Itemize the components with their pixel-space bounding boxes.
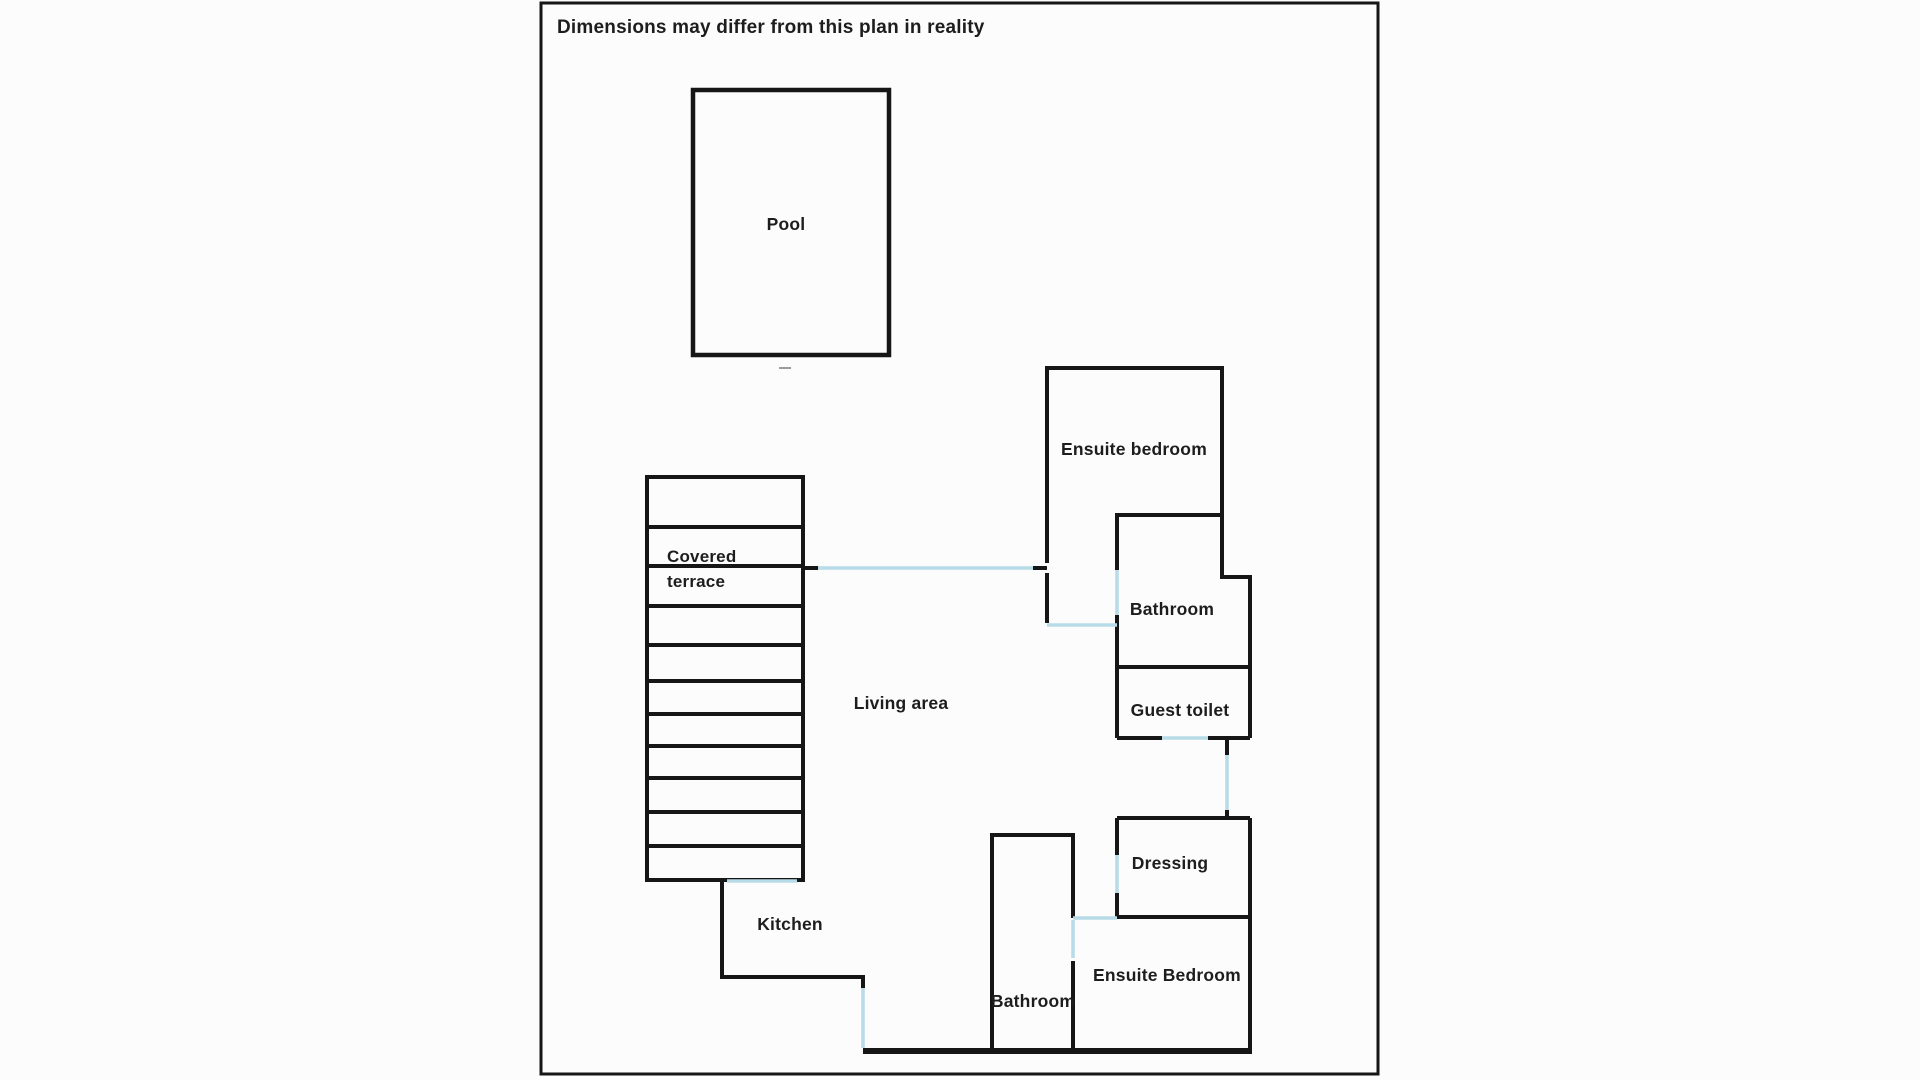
bathroom-upper-label: Bathroom: [1130, 599, 1214, 619]
pool-label: Pool: [767, 214, 806, 234]
disclaimer-text: Dimensions may differ from this plan in …: [557, 17, 985, 38]
dressing-walls: [1115, 816, 1250, 919]
ensuite-bedroom-upper-walls: [1045, 366, 1224, 623]
living-area-label: Living area: [854, 693, 949, 713]
dressing-label: Dressing: [1132, 853, 1209, 873]
covered-terrace-label-line2: terrace: [667, 572, 725, 591]
ensuite-bedroom-lower-label: Ensuite Bedroom: [1093, 965, 1241, 985]
kitchen-label: Kitchen: [757, 914, 823, 934]
guest-toilet-walls: [1117, 736, 1250, 820]
bathroom-lower-walls: [990, 833, 1075, 1050]
guest-toilet-label: Guest toilet: [1131, 700, 1230, 720]
ensuite-bedroom-upper-label: Ensuite bedroom: [1061, 439, 1207, 459]
covered-terrace-label-line1: Covered: [667, 547, 736, 566]
covered-terrace-outline: [645, 475, 805, 882]
site-boundary-wall: [539, 1, 1380, 1076]
kitchen-walls: [720, 880, 865, 988]
pool-walls: [690, 87, 892, 358]
bathroom-lower-label: Bathroom: [991, 991, 1075, 1011]
covered-terrace-walls: [645, 475, 805, 882]
bathroom-upper-walls: [1115, 513, 1252, 738]
door-openings: [727, 566, 1229, 1048]
covered-terrace-deck-lines: [647, 525, 803, 848]
